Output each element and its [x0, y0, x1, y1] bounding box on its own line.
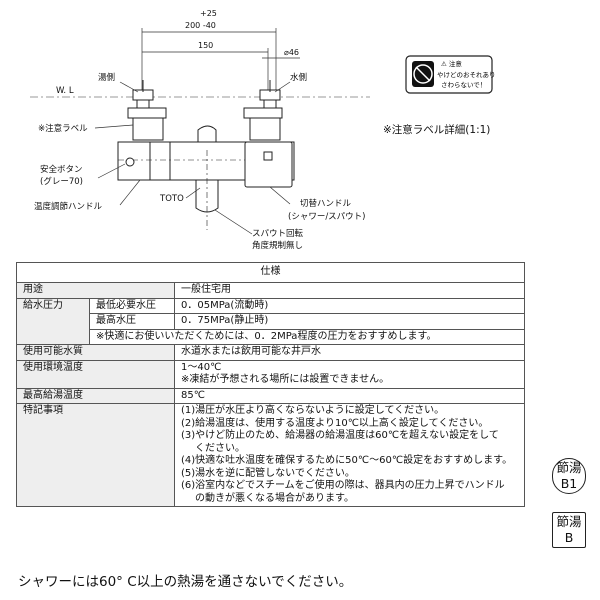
note-item: の動きが悪くなる場合があります。 [195, 492, 354, 504]
faucet-drawing: +25 200 -40 150 ⌀46 W. L [30, 9, 496, 251]
max-hot-temp-key: 最高給湯温度 [16, 387, 175, 404]
note-item: (2)給湯温度は、使用する温度より10℃以上高く設定してください。 [181, 417, 489, 429]
max-hot-temp-value: 85℃ [174, 387, 525, 404]
water-quality-value: 水道水または飲用可能な井戸水 [174, 344, 525, 361]
spec-title: 仕様 [16, 262, 525, 283]
dim-plus25: +25 [200, 9, 217, 18]
use-value: 一般住宅用 [174, 282, 525, 299]
note-item: (5)湯水を逆に配管しないでください。 [181, 467, 355, 479]
env-temp-value: 1〜40℃ [181, 361, 222, 373]
badge-b1-bottom: B1 [560, 476, 578, 491]
min-pressure-value: 0．05MPa(流動時) [174, 297, 525, 314]
note-item: (1)湯圧が水圧より高くならないように設定してください。 [181, 405, 445, 416]
safety-button-color-label: (グレー70) [40, 176, 83, 187]
water-quality-key: 使用可能水質 [16, 344, 175, 361]
hot-side-label: 湯側 [98, 72, 115, 83]
special-notes-list: (1)湯圧が水圧より高くならないように設定してください。 (2)給湯温度は、使用… [174, 403, 525, 507]
note-item: (4)快適な吐水温度を確保するために50℃〜60℃設定をおすすめします。 [181, 455, 513, 466]
safety-button-label: 安全ボタン [40, 164, 83, 175]
dim-46: ⌀46 [284, 48, 299, 57]
max-pressure-key: 最高水圧 [89, 313, 175, 330]
water-saving-badge-b: 節湯 B [552, 512, 586, 548]
special-notes-key: 特記事項 [16, 403, 175, 507]
env-temp-note: ※凍結が予想される場所には設置できません。 [181, 374, 390, 385]
leader-lines [94, 81, 291, 235]
caution-detail-title: ※注意ラベル詳細(1:1) [383, 123, 490, 136]
hot-side-fitting [127, 80, 167, 141]
note-item: ください。 [195, 442, 245, 454]
spout-angle-label: 角度規制無し [252, 240, 303, 251]
temp-handle-label: 温度調節ハンドル [34, 201, 103, 212]
dim-200-40: 200 -40 [185, 21, 216, 30]
switch-handle-label: 切替ハンドル [300, 198, 352, 209]
dim-150: 150 [198, 41, 213, 50]
cold-side-fitting [243, 80, 283, 141]
toto-label: TOTO [159, 194, 184, 204]
note-item: (6)浴室内などでスチームをご使用の際は、器具内の圧力上昇でハンドル [181, 480, 505, 491]
max-pressure-value: 0．75MPa(静止時) [174, 313, 525, 330]
caution-line2: さわらないで！ [441, 81, 486, 89]
env-temp-key: 使用環境温度 [16, 359, 175, 389]
caution-label-box: ⚠ 注意 やけどのおそれあり さわらないで！ [405, 55, 496, 94]
spout [195, 150, 219, 230]
dimension-lines [141, 28, 300, 90]
caution-head: ⚠ 注意 [441, 59, 462, 68]
footer-warning: シャワーには60° C以上の熱湯を通さないでください。 [18, 574, 353, 590]
switch-handle-mode-label: (シャワー/スパウト) [288, 212, 366, 222]
badge-b-bottom: B [564, 530, 574, 545]
badge-b1-top: 節湯 [556, 460, 582, 475]
pressure-key: 給水圧力 [16, 297, 90, 345]
pressure-note: ※快適にお使いいただくためには、0．2MPa程度の圧力をおすすめします。 [89, 328, 525, 345]
spec-table: 仕様 用途 一般住宅用 給水圧力 最低必要水圧 0．05MPa(流動時) 最高水… [16, 262, 525, 507]
caution-label-callout: ※注意ラベル [38, 123, 88, 134]
water-saving-badge-b1: 節湯 B1 [552, 458, 586, 494]
use-key: 用途 [16, 282, 175, 299]
cold-side-label: 水側 [290, 72, 307, 83]
wl-label: W. L [56, 86, 74, 96]
badge-b-top: 節湯 [556, 514, 582, 529]
min-pressure-key: 最低必要水圧 [89, 297, 175, 314]
caution-line1: やけどのおそれあり [437, 71, 496, 79]
spout-rotation-label: スパウト回転 [252, 229, 304, 239]
note-item: (3)やけど防止のため、給湯器の給湯温度は60℃を超えない設定をして [181, 430, 499, 441]
